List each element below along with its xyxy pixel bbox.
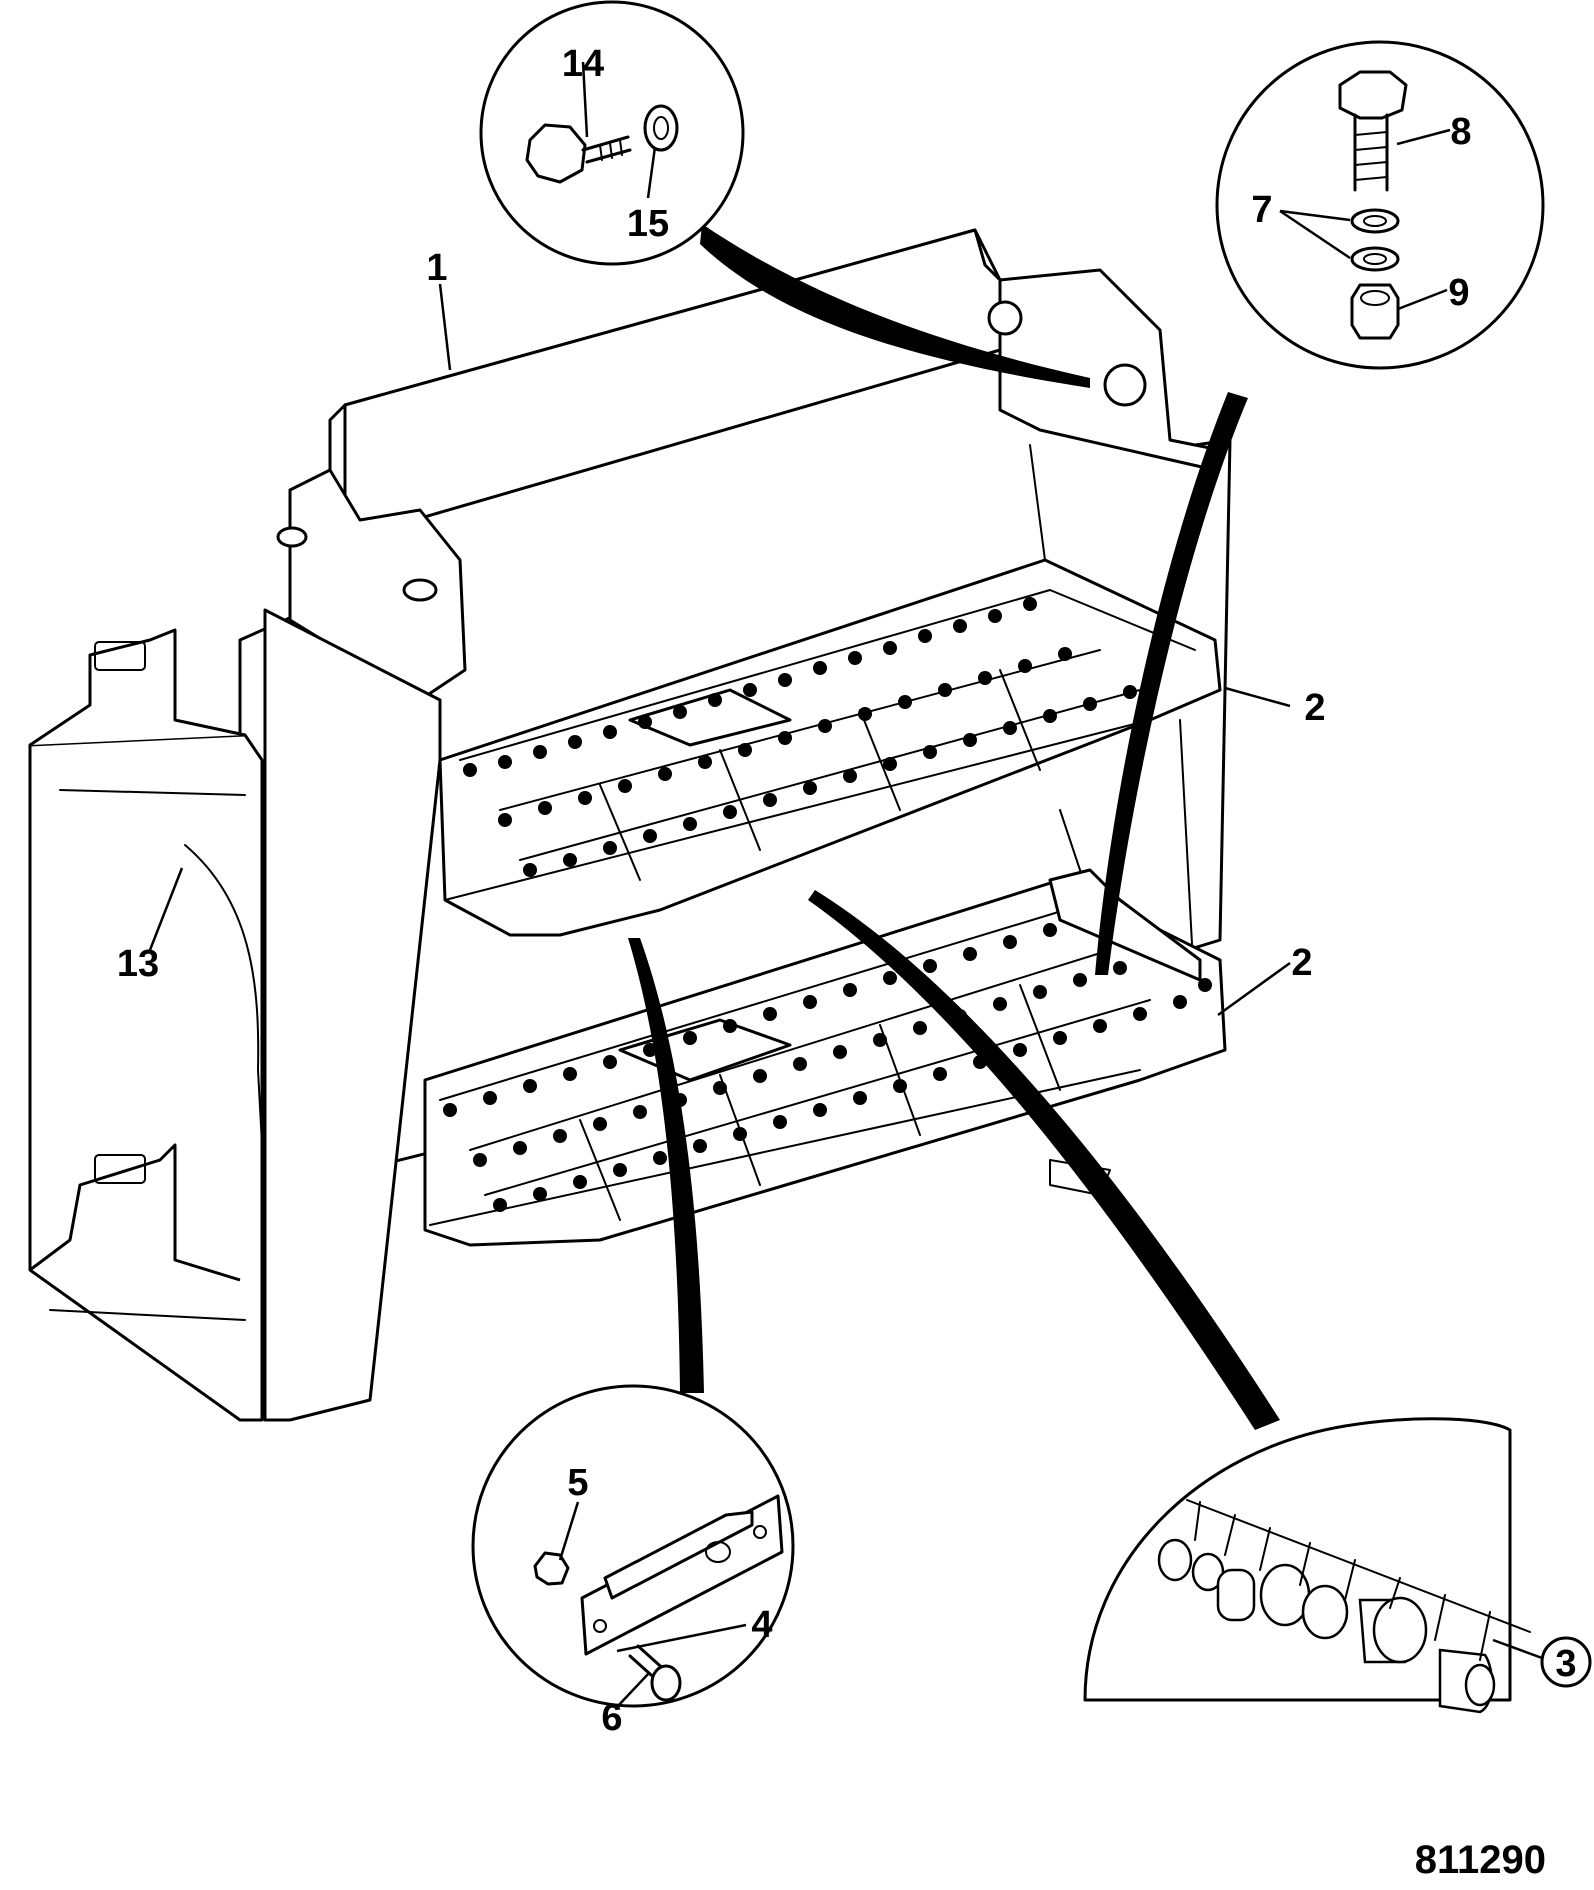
step-frame xyxy=(28,228,1232,1422)
callout-8: 8 xyxy=(1450,111,1471,153)
callout-1: 1 xyxy=(426,247,447,289)
upper-step-tread xyxy=(438,444,1222,1001)
figure-number: 811290 xyxy=(1415,1838,1546,1882)
callout-14: 14 xyxy=(562,43,604,85)
detail-bolt-washers-nut xyxy=(1215,40,1545,370)
detail-latch-hardware xyxy=(1083,1417,1592,1714)
callout-9: 9 xyxy=(1448,272,1469,314)
detail-bolt-washer xyxy=(479,0,745,266)
callout-2-lower: 2 xyxy=(1291,942,1312,984)
detail-latch-bracket xyxy=(471,1384,795,1708)
detail-connectors xyxy=(628,224,1280,1430)
callout-15: 15 xyxy=(627,203,669,245)
leader-lines xyxy=(148,283,1291,1017)
callout-4: 4 xyxy=(751,1604,772,1646)
callout-3: 3 xyxy=(1555,1643,1576,1685)
callout-7: 7 xyxy=(1251,189,1272,231)
callout-5: 5 xyxy=(567,1462,588,1504)
callout-13: 13 xyxy=(117,943,159,985)
callout-2-upper: 2 xyxy=(1304,687,1325,729)
callout-6: 6 xyxy=(601,1697,622,1739)
